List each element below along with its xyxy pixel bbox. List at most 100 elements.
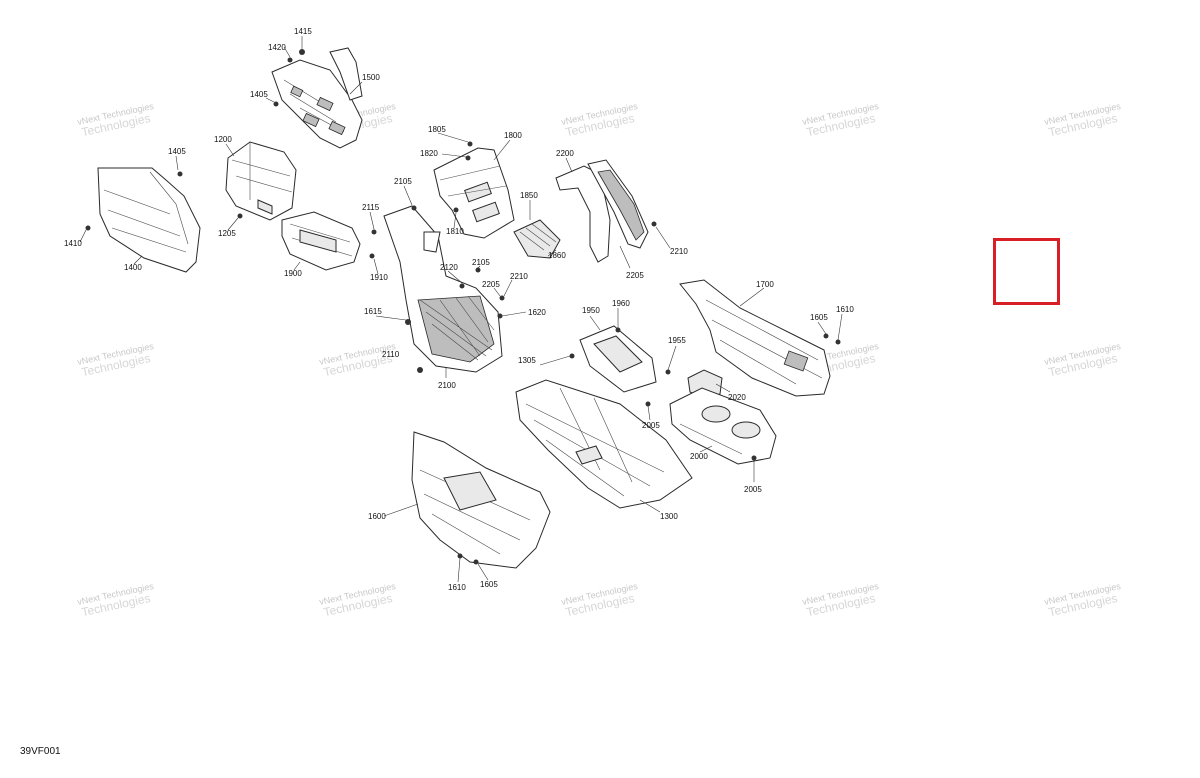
- callout-1700: 1700: [756, 280, 774, 289]
- fastener: [273, 101, 279, 107]
- callout-2005: 2005: [642, 421, 660, 430]
- part-1900-tray: [281, 211, 361, 271]
- callout-1610: 1610: [448, 583, 466, 592]
- fastener: [645, 401, 651, 407]
- callout-1420: 1420: [268, 43, 286, 52]
- callout-2200: 2200: [556, 149, 574, 158]
- callout-1405: 1405: [168, 147, 186, 156]
- part-1400-side-panel: [97, 167, 201, 273]
- callout-2020: 2020: [728, 393, 746, 402]
- fastener: [85, 225, 91, 231]
- callout-1600: 1600: [368, 512, 386, 521]
- callout-1610: 1610: [836, 305, 854, 314]
- callout-2115: 2115: [362, 203, 380, 212]
- fastener: [369, 253, 375, 259]
- callout-2205: 2205: [626, 271, 644, 280]
- fastener: [615, 327, 621, 333]
- part-1950-console-tray: [579, 325, 657, 393]
- callout-1800: 1800: [504, 131, 522, 140]
- part-1600-lower-panel: [411, 431, 551, 569]
- part-1200-storage-box: [225, 141, 297, 221]
- fastener: [237, 213, 243, 219]
- callout-1950: 1950: [582, 306, 600, 315]
- callout-1850: 1850: [520, 191, 538, 200]
- callout-1200: 1200: [214, 135, 232, 144]
- callout-1410: 1410: [64, 239, 82, 248]
- part-2100-center-frame: [383, 205, 503, 373]
- fastener: [417, 367, 423, 373]
- fastener: [569, 353, 575, 359]
- callout-2000: 2000: [690, 452, 708, 461]
- fastener: [835, 339, 841, 345]
- fastener: [467, 141, 473, 147]
- callout-1620: 1620: [528, 308, 546, 317]
- part-1300-console-base: [515, 379, 693, 509]
- callout-2100: 2100: [438, 381, 456, 390]
- fastener: [499, 295, 505, 301]
- part-2200-grab-handle: [555, 159, 649, 263]
- fastener: [665, 369, 671, 375]
- fastener: [371, 229, 377, 235]
- callout-1405: 1405: [250, 90, 268, 99]
- fastener-markers: [85, 49, 841, 565]
- callout-2120: 2120: [440, 263, 458, 272]
- callout-1955: 1955: [668, 336, 686, 345]
- callout-1615: 1615: [364, 307, 382, 316]
- callout-2105: 2105: [472, 258, 490, 267]
- leader-lines: [79, 36, 843, 583]
- callout-1960: 1960: [612, 299, 630, 308]
- fastener: [497, 313, 503, 319]
- callout-1305: 1305: [518, 356, 536, 365]
- fastener: [459, 283, 465, 289]
- fastener: [453, 207, 459, 213]
- fastener: [287, 57, 293, 63]
- part-1700-side-panel: [679, 279, 831, 397]
- fastener: [457, 553, 463, 559]
- fastener: [651, 221, 657, 227]
- callout-2210: 2210: [670, 247, 688, 256]
- callout-1500: 1500: [362, 73, 380, 82]
- fastener: [411, 205, 417, 211]
- callout-1205: 1205: [218, 229, 236, 238]
- callout-1300: 1300: [660, 512, 678, 521]
- fastener: [475, 267, 481, 273]
- callout-1415: 1415: [294, 27, 312, 36]
- fastener: [299, 49, 305, 55]
- part-1500-upper-bracket: [271, 47, 363, 149]
- callout-1400: 1400: [124, 263, 142, 272]
- callout-1605: 1605: [480, 580, 498, 589]
- part-1850-vent: [513, 219, 561, 259]
- highlight-box: [993, 238, 1060, 305]
- callout-1860: 1860: [548, 251, 566, 260]
- fastener: [751, 455, 757, 461]
- callout-2205: 2205: [482, 280, 500, 289]
- callout-labels: 1415 1420 1500 1405 1405 1200 1410 1400 …: [64, 27, 854, 592]
- callout-2210: 2210: [510, 272, 528, 281]
- callout-1820: 1820: [420, 149, 438, 158]
- callout-1805: 1805: [428, 125, 446, 134]
- drawing-code: 39VF001: [20, 746, 61, 757]
- fastener: [405, 319, 411, 325]
- callout-1900: 1900: [284, 269, 302, 278]
- callout-2005: 2005: [744, 485, 762, 494]
- callout-1810: 1810: [446, 227, 464, 236]
- part-1800-center-panel: [433, 147, 515, 239]
- fastener: [465, 155, 471, 161]
- fastener: [823, 333, 829, 339]
- callout-2110: 2110: [382, 350, 400, 359]
- part-2000-cup-holder: [669, 387, 777, 465]
